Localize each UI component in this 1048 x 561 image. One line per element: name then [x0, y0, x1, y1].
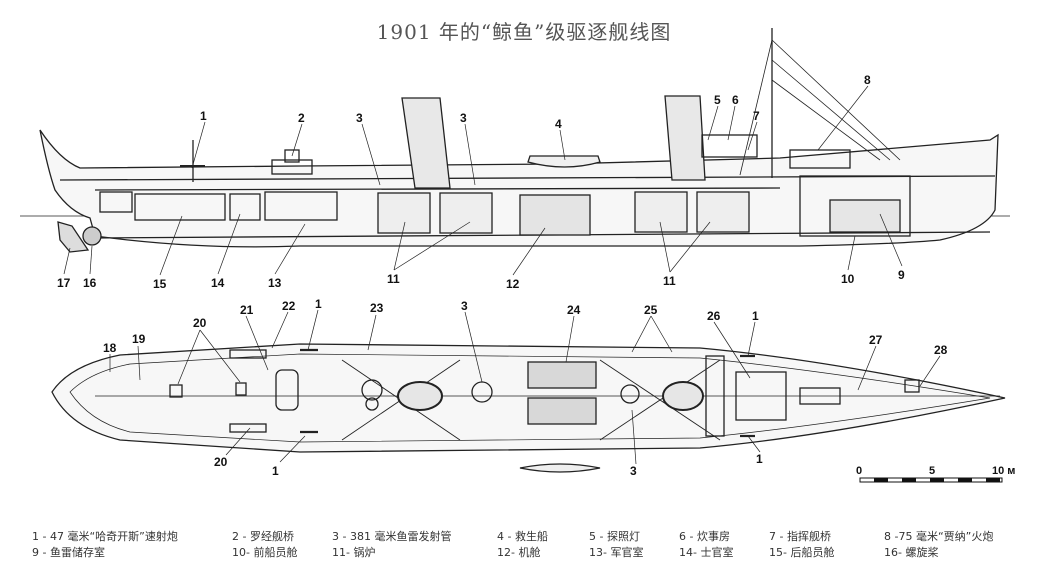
callout-22: 22: [282, 299, 296, 313]
legend-item: 2 - 罗经舰桥: [232, 530, 294, 543]
callout-5: 5: [714, 93, 721, 107]
plan-callouts: 18 19 20 21 22 1 23 3 24 25 26 1 27 28 2…: [103, 297, 948, 478]
callout-13: 13: [268, 276, 282, 290]
callout-1: 1: [752, 309, 759, 323]
callout-16: 16: [83, 276, 97, 290]
callout-6: 6: [732, 93, 739, 107]
callout-3: 3: [356, 111, 363, 125]
callout-24: 24: [567, 303, 581, 317]
side-profile: [20, 28, 1010, 276]
callout-10: 10: [841, 272, 855, 286]
scale-bar: 0 5 10 м: [856, 465, 1015, 483]
legend-item: 4 - 救生船: [497, 530, 548, 543]
callout-12: 12: [506, 277, 520, 291]
side-callouts: 1 2 3 3 4 5 6 7 8 9 10 11 11 12 13 14 15…: [57, 73, 905, 291]
legend-item: 13- 军官室: [589, 546, 644, 559]
callout-9: 9: [898, 268, 905, 282]
callout-20: 20: [214, 455, 228, 469]
plan-view: [51, 309, 1006, 473]
callout-1: 1: [315, 297, 322, 311]
legend-item: 3 - 381 毫米鱼雷发射管: [332, 530, 452, 543]
callout-18: 18: [103, 341, 117, 355]
legend-item: 1 - 47 毫米“哈奇开斯”速射炮: [32, 530, 178, 543]
callout-2: 2: [298, 111, 305, 125]
legend-item: 12- 机舱: [497, 546, 541, 559]
scale-zero: 0: [856, 465, 862, 477]
callout-27: 27: [869, 333, 883, 347]
callout-3: 3: [460, 111, 467, 125]
legend-item: 15- 后船员舱: [769, 546, 835, 559]
callout-23: 23: [370, 301, 384, 315]
callout-14: 14: [211, 276, 225, 290]
scale-mid: 5: [929, 465, 935, 477]
legend-item: 7 - 指挥舰桥: [769, 530, 831, 543]
legend-item: 10- 前船员舱: [232, 546, 298, 559]
callout-11: 11: [387, 272, 400, 286]
callout-3: 3: [630, 464, 637, 478]
legend-row: 1 - 47 毫米“哈奇开斯”速射炮 2 - 罗经舰桥 3 - 381 毫米鱼雷…: [32, 528, 1032, 544]
legend-item: 8 -75 毫米“贾纳”火炮: [884, 530, 994, 543]
legend: 1 - 47 毫米“哈奇开斯”速射炮 2 - 罗经舰桥 3 - 381 毫米鱼雷…: [32, 528, 1032, 560]
callout-19: 19: [132, 332, 146, 346]
callout-7: 7: [753, 109, 760, 123]
legend-item: 11- 锅炉: [332, 546, 376, 559]
legend-item: 6 - 炊事房: [679, 530, 730, 543]
legend-item: 16- 螺旋桨: [884, 546, 939, 559]
callout-25: 25: [644, 303, 658, 317]
callout-1: 1: [200, 109, 207, 123]
callout-8: 8: [864, 73, 871, 87]
callout-1: 1: [272, 464, 279, 478]
legend-item: 14- 士官室: [679, 546, 734, 559]
callout-17: 17: [57, 276, 71, 290]
callout-4: 4: [555, 117, 562, 131]
scale-end: 10 м: [992, 465, 1015, 477]
legend-item: 9 - 鱼雷储存室: [32, 546, 105, 559]
callout-1: 1: [756, 452, 763, 466]
legend-item: 5 - 探照灯: [589, 530, 640, 543]
callout-21: 21: [240, 303, 254, 317]
callout-26: 26: [707, 309, 721, 323]
diagram-title: 1901 年的“鲸鱼”级驱逐舰线图: [376, 20, 672, 44]
callout-3: 3: [461, 299, 468, 313]
callout-28: 28: [934, 343, 948, 357]
callout-20: 20: [193, 316, 207, 330]
legend-row: 9 - 鱼雷储存室 10- 前船员舱 11- 锅炉 12- 机舱 13- 军官室…: [32, 544, 1032, 560]
ship-drawing: 1 2 3 3 4 5 6 7 8 9 10 11 11 12 13 14 15…: [20, 28, 1015, 483]
callout-11: 11: [663, 274, 676, 288]
callout-15: 15: [153, 277, 167, 291]
